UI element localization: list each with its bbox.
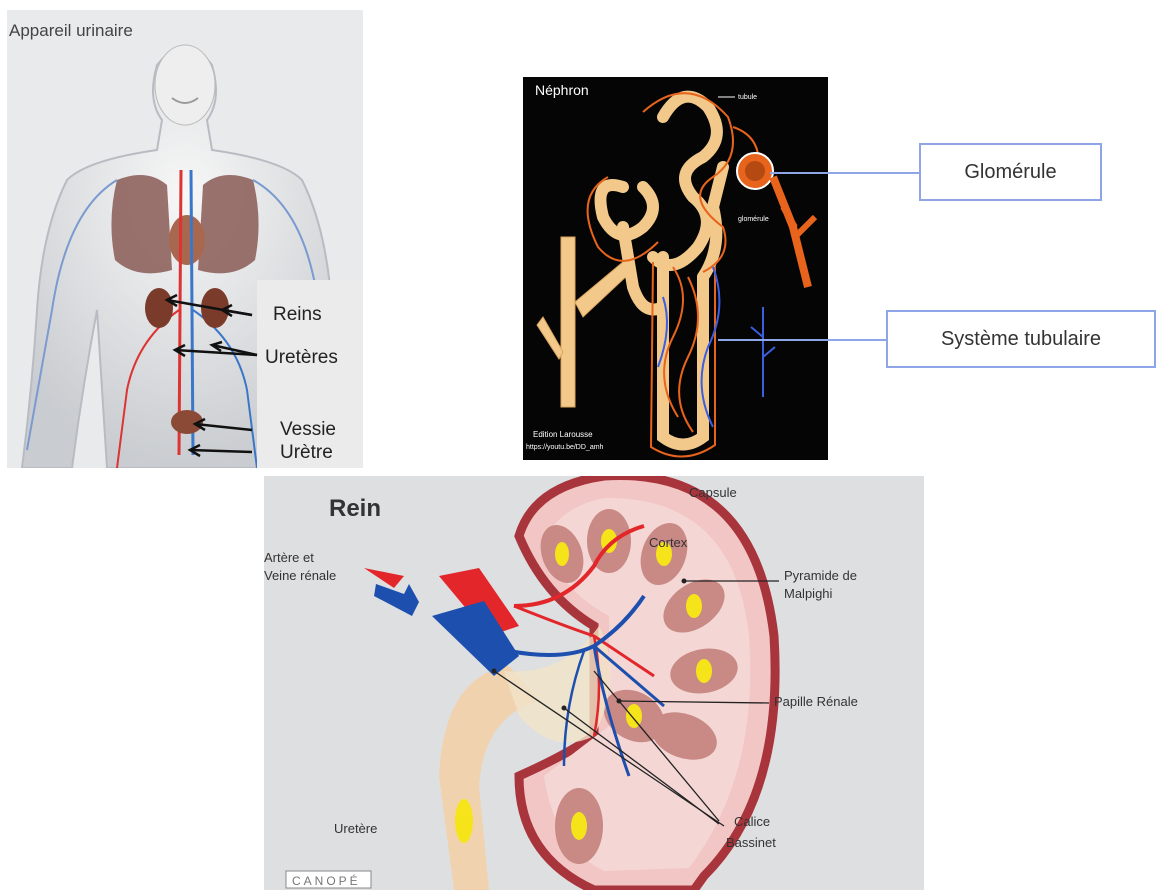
callout-glomerule: Glomérule bbox=[919, 143, 1102, 201]
urinary-system-illustration: Appareil urinaire Reins Uretères Vessie … bbox=[7, 10, 363, 468]
callout-glomerule-text: Glomérule bbox=[964, 161, 1056, 184]
nephron-title: Néphron bbox=[535, 82, 589, 98]
label-vessie: Vessie bbox=[280, 419, 336, 440]
credit-line-2: https://youtu.be/DD_amh bbox=[526, 444, 604, 451]
label-tubule: tubule bbox=[738, 94, 757, 101]
label-cortex: Cortex bbox=[649, 535, 688, 550]
label-bassinet: Bassinet bbox=[726, 835, 776, 850]
kidney-title: Rein bbox=[329, 495, 381, 522]
label-artere-1: Artère et bbox=[264, 550, 314, 565]
kidney-panel: CANOPÉ Rein Artère et Veine rénale Capsu… bbox=[264, 476, 924, 890]
nephron-panel: Néphron tubule glomérule Edition Larouss… bbox=[523, 77, 828, 460]
label-pyramide-2: Malpighi bbox=[784, 586, 833, 601]
canope-logo: CANOPÉ bbox=[286, 871, 371, 888]
glomerulus bbox=[737, 153, 773, 189]
callout-leader-glomerule bbox=[770, 172, 919, 174]
label-papille: Papille Rénale bbox=[774, 694, 858, 709]
label-artere-2: Veine rénale bbox=[264, 568, 336, 583]
callout-leader-tubulaire bbox=[718, 339, 886, 341]
kidney-cross-section: CANOPÉ Rein Artère et Veine rénale Capsu… bbox=[264, 476, 924, 890]
label-pyramide-1: Pyramide de bbox=[784, 568, 857, 583]
urinary-system-panel: Appareil urinaire Reins Uretères Vessie … bbox=[7, 10, 363, 468]
label-calice: Calice bbox=[734, 814, 770, 829]
label-uretere: Uretère bbox=[334, 821, 377, 836]
urinary-title: Appareil urinaire bbox=[9, 21, 133, 40]
logo-text: CANOPÉ bbox=[292, 873, 361, 888]
label-glomerule-small: glomérule bbox=[738, 216, 769, 223]
nephron-illustration: Néphron tubule glomérule Edition Larouss… bbox=[523, 77, 828, 460]
credit-line-1: Edition Larousse bbox=[533, 430, 593, 439]
callout-systeme-tubulaire: Système tubulaire bbox=[886, 310, 1156, 368]
label-ureteres: Uretères bbox=[265, 347, 338, 368]
label-uretre: Urètre bbox=[280, 442, 333, 463]
label-reins: Reins bbox=[273, 304, 322, 325]
label-capsule: Capsule bbox=[689, 485, 737, 500]
callout-tubulaire-text: Système tubulaire bbox=[941, 328, 1101, 351]
